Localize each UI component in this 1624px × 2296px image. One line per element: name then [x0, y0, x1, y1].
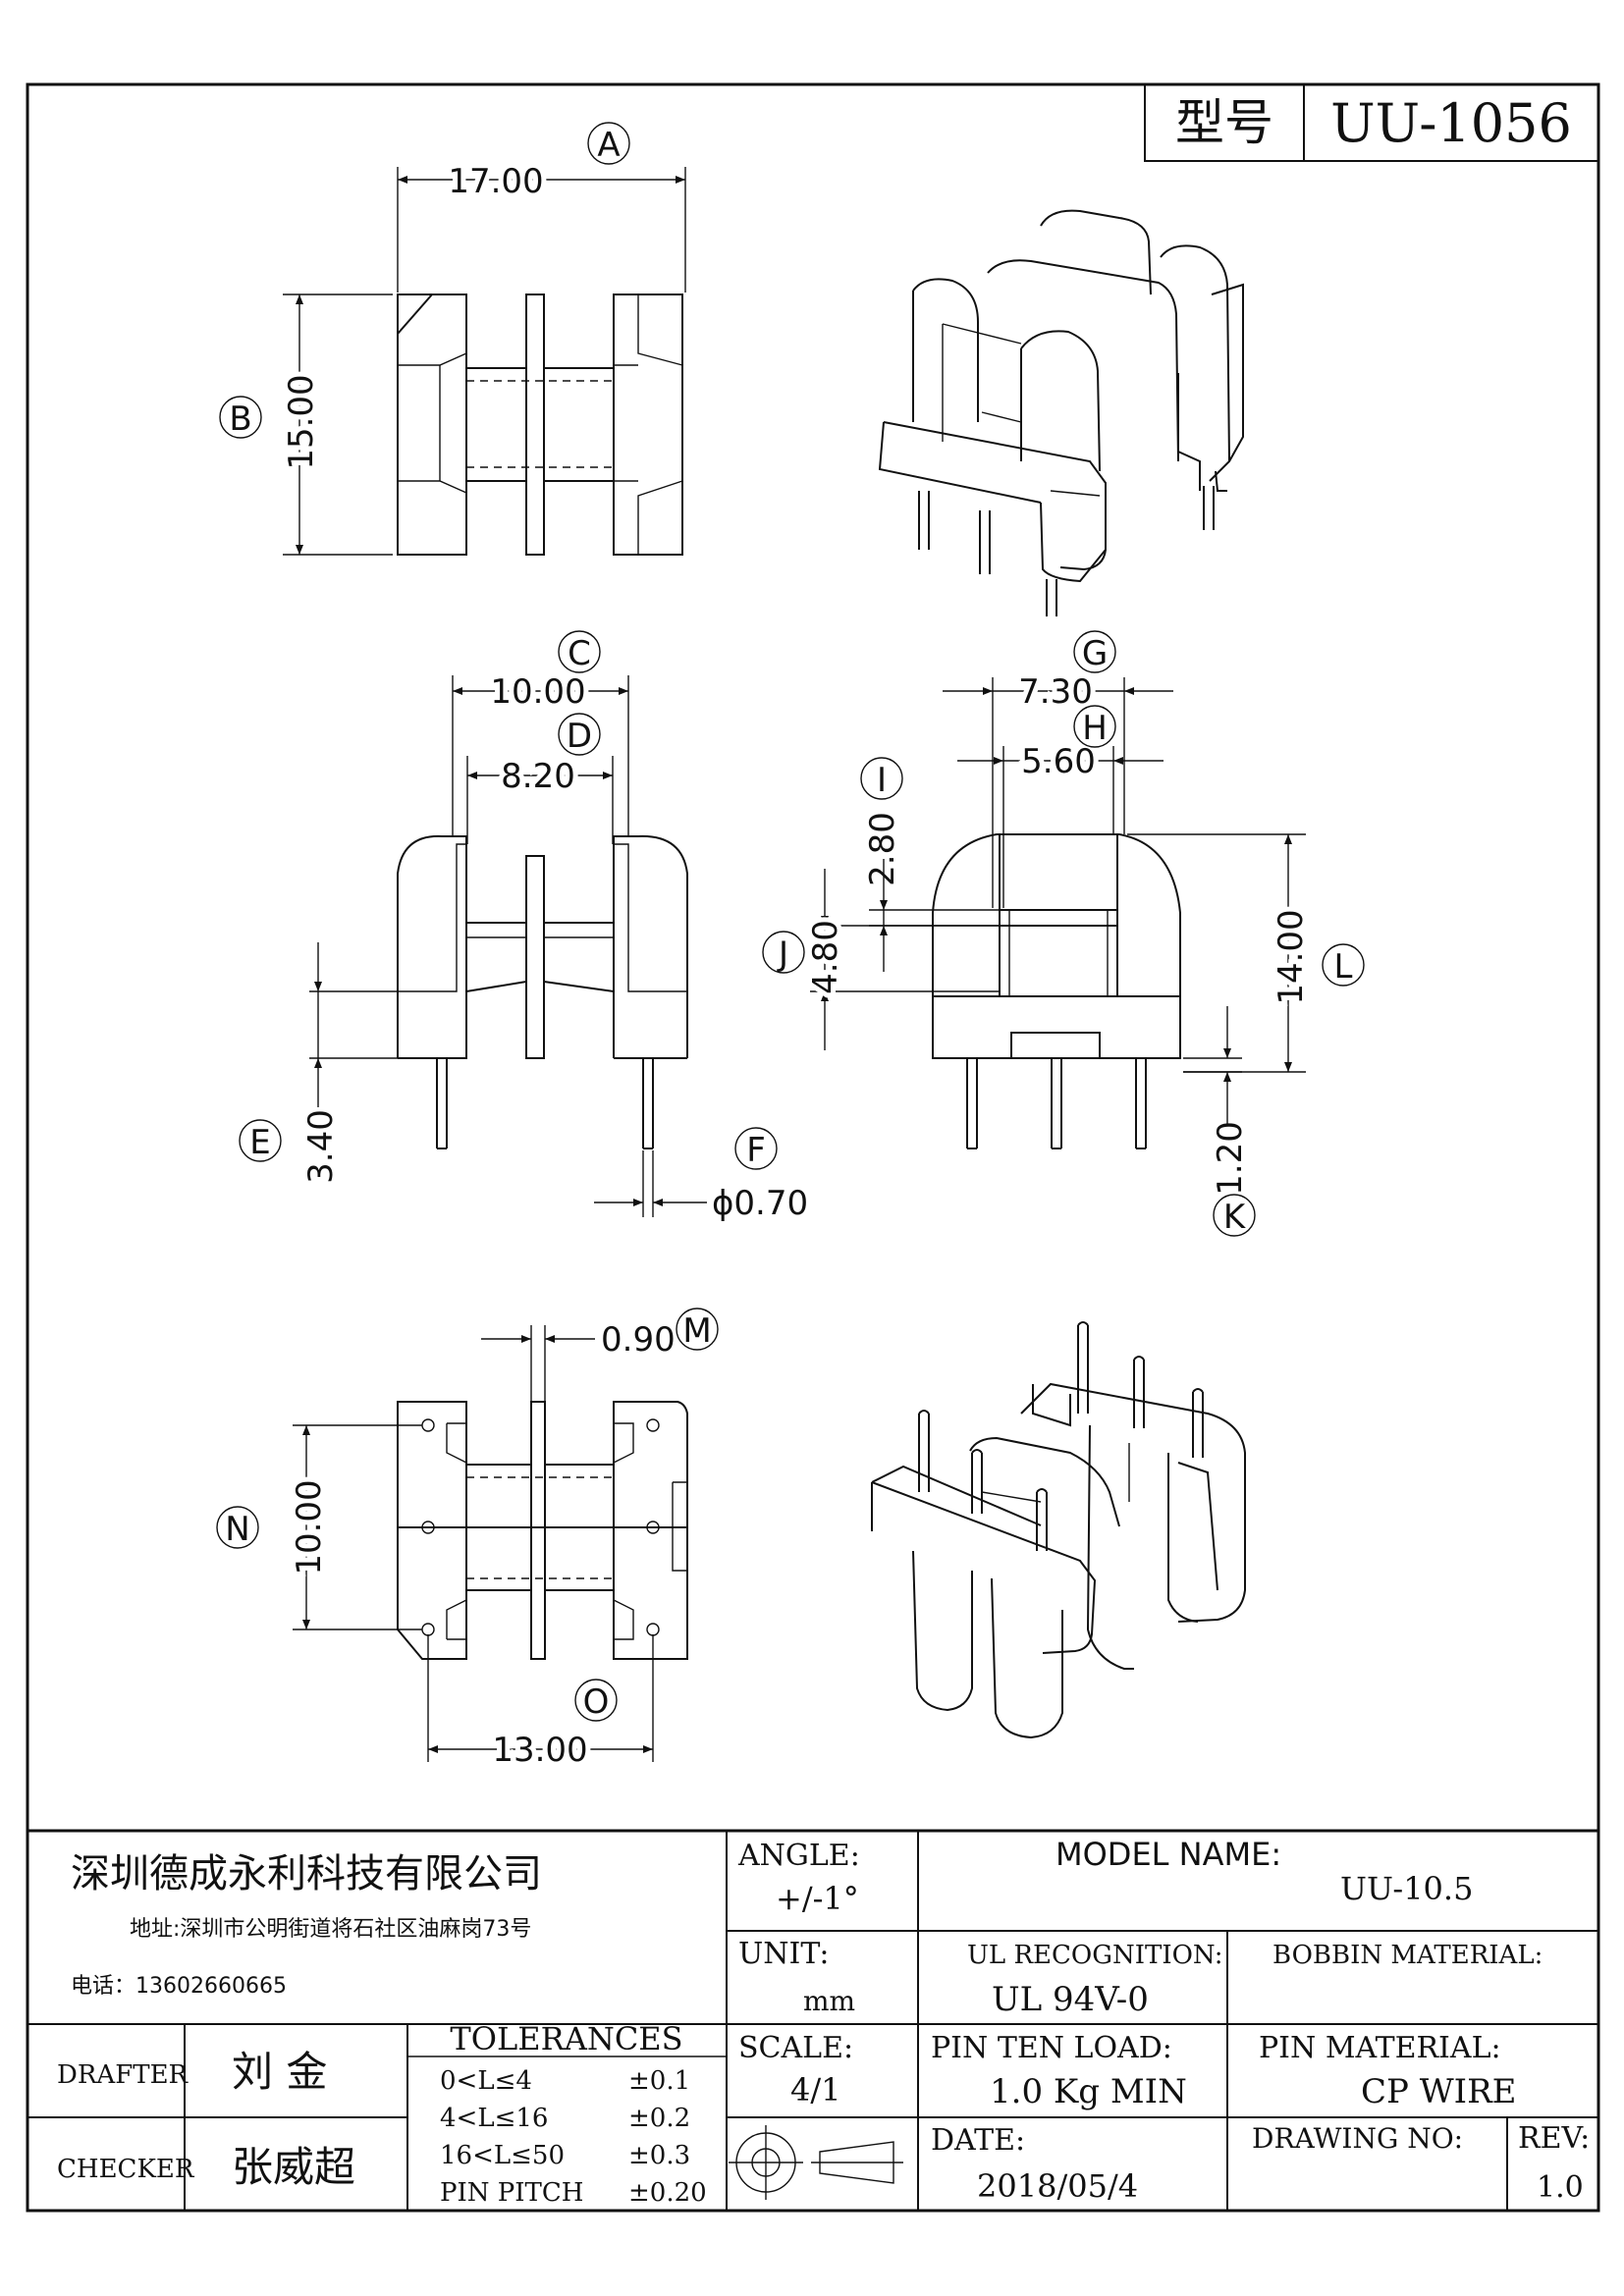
ul-label: UL RECOGNITION:: [967, 1941, 1223, 1970]
model-value: UU-1056: [1330, 92, 1572, 154]
title-block: 深圳德成永利科技有限公司 地址:深圳市公明街道将石社区油麻岗73号 电话：136…: [27, 1829, 1598, 2211]
dim-h-marker: H: [1082, 709, 1108, 748]
dim-k-marker: K: [1223, 1198, 1247, 1237]
dim-l-value: 14.00: [1272, 909, 1311, 1004]
projection-symbol: [729, 2125, 903, 2200]
dim-m: 0.90 M: [481, 1308, 719, 1402]
dim-l-marker: L: [1334, 947, 1353, 987]
dim-e-marker: E: [249, 1123, 270, 1162]
dim-n: 10.00 N: [216, 1424, 422, 1630]
unit-label: UNIT:: [738, 1937, 829, 1971]
drafter-value: 刘 金: [232, 2048, 327, 2096]
ul-value: UL 94V-0: [992, 1980, 1149, 2019]
company-name: 深圳德成永利科技有限公司: [71, 1851, 542, 1896]
unit-value: mm: [803, 1985, 855, 2017]
tolerance-value: ±0.3: [628, 2141, 690, 2170]
dim-f-marker: F: [746, 1131, 766, 1170]
drafter-label: DRAFTER: [57, 2060, 189, 2090]
dim-a: 17.00 A: [397, 122, 686, 293]
date-label: DATE:: [931, 2123, 1025, 2158]
angle-label: ANGLE:: [737, 1839, 860, 1873]
isometric-view-bottom: [871, 1321, 1246, 1739]
model-label: 型号: [1175, 94, 1273, 151]
dim-a-marker: A: [597, 126, 620, 165]
checker-value: 张威超: [232, 2143, 355, 2191]
dim-e-value: 3.40: [301, 1109, 341, 1184]
dim-d: 8.20 D: [466, 713, 614, 844]
dim-j-marker: J: [777, 934, 788, 974]
dim-o-value: 13.00: [492, 1731, 587, 1770]
dim-k-value: 1.20: [1211, 1121, 1250, 1196]
date-value: 2018/05/4: [977, 2167, 1138, 2205]
dim-o-marker: O: [583, 1682, 610, 1722]
dim-i-value: 2.80: [863, 812, 902, 886]
side-view: [932, 833, 1181, 1149]
dim-d-value: 8.20: [501, 757, 575, 796]
front-view: [397, 834, 688, 1149]
bottom-view: [397, 1401, 688, 1660]
dim-k: 1.20 K: [1183, 1006, 1256, 1237]
dim-g-value: 7.30: [1018, 672, 1093, 712]
dim-a-value: 17.00: [448, 162, 543, 201]
company-phone: 电话：13602660665: [71, 1974, 287, 1999]
dim-d-marker: D: [567, 717, 592, 756]
model-name-label: MODEL NAME:: [1056, 1836, 1281, 1873]
angle-value: +/-1°: [776, 1880, 859, 1917]
tolerance-value: ±0.20: [628, 2178, 707, 2208]
dim-c: 10.00 C: [452, 630, 629, 836]
checker-label: CHECKER: [57, 2155, 195, 2184]
tolerances-label: TOLERANCES: [450, 2020, 682, 2057]
dim-m-value: 0.90: [601, 1320, 676, 1360]
dim-j: 4.80 J: [762, 869, 1000, 1050]
dim-c-marker: C: [568, 634, 591, 673]
pin-load-value: 1.0 Kg MIN: [990, 2072, 1187, 2111]
dim-e: 3.40 E: [239, 942, 398, 1184]
rev-label: REV:: [1518, 2121, 1590, 2156]
rev-value: 1.0: [1537, 2170, 1584, 2205]
dim-n-marker: N: [225, 1510, 249, 1549]
model-header: 型号 UU-1056: [1144, 83, 1599, 162]
dim-h: 5.60 H: [957, 705, 1164, 908]
dim-n-value: 10.00: [290, 1479, 329, 1575]
dim-i-marker: I: [877, 761, 887, 800]
isometric-view-top: [878, 209, 1244, 616]
tolerance-range: 4<L≤16: [440, 2104, 548, 2133]
scale-value: 4/1: [790, 2071, 841, 2109]
dim-b-value: 15.00: [282, 374, 321, 469]
tolerance-value: ±0.1: [628, 2066, 690, 2096]
tolerance-value: ±0.2: [628, 2104, 690, 2133]
top-view: [397, 294, 683, 556]
dim-l: 14.00 L: [1127, 833, 1365, 1073]
dim-m-marker: M: [682, 1311, 711, 1351]
tolerance-range: 0<L≤4: [440, 2066, 532, 2096]
company-address: 地址:深圳市公明街道将石社区油麻岗73号: [130, 1917, 531, 1942]
tolerance-range: PIN PITCH: [440, 2178, 583, 2208]
dim-g-marker: G: [1082, 634, 1108, 673]
dim-o: 13.00 O: [427, 1634, 654, 1775]
bobbin-label: BOBBIN MATERIAL:: [1272, 1941, 1543, 1970]
dim-f-value: ϕ0.70: [712, 1184, 808, 1223]
sheet-frame: [26, 82, 1600, 2213]
tolerance-range: 16<L≤50: [440, 2141, 565, 2170]
dim-b: 15.00 B: [219, 294, 393, 556]
scale-label: SCALE:: [738, 2031, 853, 2065]
dim-f: ϕ0.70 F: [594, 1127, 808, 1223]
pin-material-value: CP WIRE: [1361, 2072, 1517, 2111]
tolerance-rows: 0<L≤4 ±0.1 4<L≤16 ±0.2 16<L≤50 ±0.3 PIN …: [440, 2066, 707, 2208]
model-name-value: UU-10.5: [1340, 1870, 1473, 1907]
drawing-no-label: DRAWING NO:: [1252, 2122, 1463, 2155]
pin-load-label: PIN TEN LOAD:: [931, 2031, 1172, 2065]
dim-c-value: 10.00: [490, 672, 585, 712]
pin-material-label: PIN MATERIAL:: [1259, 2031, 1501, 2065]
dim-j-value: 4.80: [806, 920, 845, 994]
dim-h-value: 5.60: [1021, 742, 1096, 781]
dim-i: 2.80 I: [860, 757, 1000, 972]
dim-b-marker: B: [229, 400, 251, 439]
